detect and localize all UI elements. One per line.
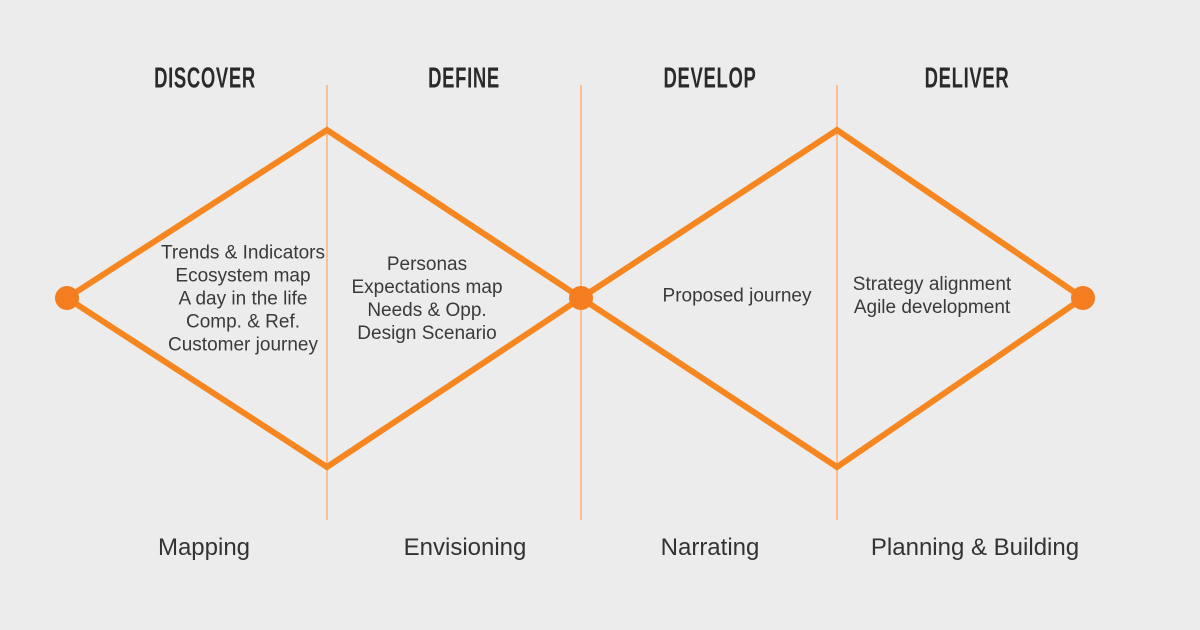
activity-item: Customer journey	[168, 334, 318, 356]
activities-define: Personas Expectations map Needs & Opp. D…	[351, 253, 502, 345]
method-label-mapping: Mapping	[157, 534, 251, 561]
activities-deliver: Strategy alignment Agile development	[853, 273, 1011, 319]
middle-dot	[569, 286, 593, 310]
activity-item: Comp. & Ref.	[185, 311, 301, 333]
activity-item: Personas	[386, 254, 468, 275]
method-label-planning-building: Planning & Building	[870, 534, 1080, 561]
phase-title-deliver: DELIVER	[924, 61, 1010, 94]
activities-develop: Proposed journey	[663, 285, 812, 308]
activity-item: A day in the life	[178, 288, 308, 310]
activity-item: Proposed journey	[662, 285, 812, 307]
activity-item: Design Scenario	[357, 323, 497, 344]
phase-title-discover: DISCOVER	[154, 61, 256, 94]
method-label-envisioning: Envisioning	[403, 534, 527, 561]
end-dot	[1071, 286, 1095, 310]
activities-discover: Trends & Indicators Ecosystem map A day …	[161, 242, 325, 357]
method-label-narrating: Narrating	[660, 534, 760, 561]
activity-item: Trends & Indicators	[160, 242, 326, 264]
activity-item: Strategy alignment	[852, 274, 1012, 295]
activity-item: Agile development	[853, 297, 1011, 318]
phase-title-develop: DEVELOP	[663, 61, 757, 94]
activity-item: Expectations map	[351, 277, 503, 298]
start-dot	[55, 286, 79, 310]
activity-item: Needs & Opp.	[367, 300, 487, 321]
activity-item: Ecosystem map	[175, 265, 311, 287]
phase-title-define: DEFINE	[428, 61, 500, 94]
